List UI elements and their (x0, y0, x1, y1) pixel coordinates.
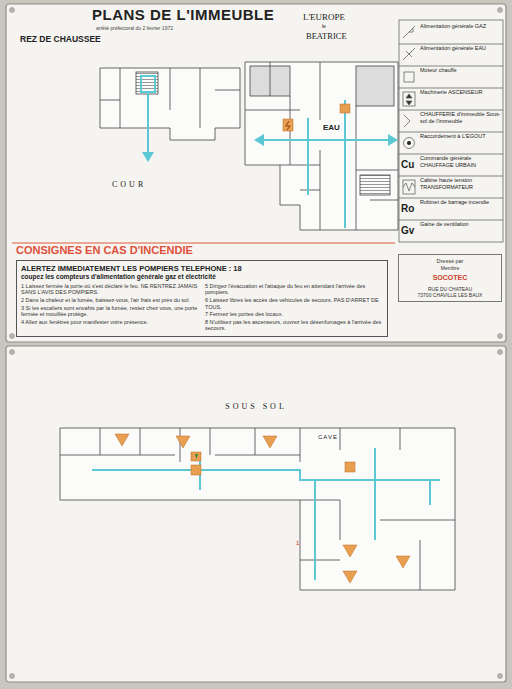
instruction-item: 6 Laissez libres les accès des véhicules… (205, 297, 383, 310)
legend-symbol: Ro (401, 203, 414, 214)
instruction-columns: 1 Laissez fermée la porte où s'est décla… (21, 283, 383, 333)
legend-text: Cabine haute tension TRANSFORMATEUR (420, 177, 501, 190)
instruction-item: 1 Laissez fermée la porte où s'est décla… (21, 283, 199, 296)
legend-text: Commande générale CHAUFFAGE URBAIN (420, 155, 501, 168)
legend-text: Alimentation générale GAZ (420, 23, 501, 30)
panel: SOUS SOL (6, 346, 506, 682)
area-label: COUR (112, 180, 146, 189)
instruction-item: 8 N'utilisez pas les ascenseurs, ouvrez … (205, 319, 383, 332)
callout-number: 1 (296, 540, 299, 546)
instruction-column: 1 Laissez fermée la porte où s'est décla… (21, 283, 199, 333)
floor-title: SOUS SOL (6, 402, 506, 411)
legend-text: Alimentation générale EAU (420, 45, 501, 52)
author-text: 73700 CHAVILLE LES BAUX (402, 292, 498, 298)
author-box: Dressé parMembreSOCOTEC RUE DU CHATEAU737… (398, 254, 502, 302)
legend-text: Raccordement à L'EGOUT (420, 133, 501, 140)
instructions-box: ALERTEZ IMMEDIATEMENT LES POMPIERS TELEP… (16, 260, 388, 337)
legend-text: Robinet de barrage incendie (420, 199, 501, 206)
alert-line: ALERTEZ IMMEDIATEMENT LES POMPIERS TELEP… (21, 264, 383, 273)
legend-text: Moteur chauffe (420, 67, 501, 74)
author-text: Dressé par (402, 258, 498, 265)
legend-text: CHAUFFERIE d'immeuble Sous-sol de l'imme… (420, 111, 501, 124)
legend-symbol: Gv (401, 225, 414, 236)
instruction-column: 5 Dirigez l'évacuation et l'attaque du f… (205, 283, 383, 333)
instruction-item: 4 Allez aux fenêtres pour manifester vot… (21, 319, 199, 326)
section-title: CONSIGNES EN CAS D'INCENDIE (16, 244, 193, 256)
building-name: BEATRICE (306, 31, 347, 41)
instruction-item: 2 Dans la chaleur et la fumée, baissez-v… (21, 297, 199, 304)
area-label: EAU (322, 123, 341, 132)
area-label: CAVE (318, 434, 338, 440)
author-text: Membre (402, 265, 498, 271)
legend-text: Gaine de ventilation (420, 221, 501, 228)
main-title: PLANS DE L'IMMEUBLE (92, 6, 274, 23)
floor-title: REZ DE CHAUSSEE (20, 34, 101, 44)
instruction-item: 3 Si les escaliers sont envahis par la f… (21, 305, 199, 318)
author-text: SOCOTEC (402, 274, 498, 283)
note: arrêté préfectoral du 2 février 1972 (96, 25, 173, 31)
instruction-item: 7 Fermez les portes des locaux. (205, 311, 383, 318)
author-text: RUE DU CHATEAU (402, 286, 498, 292)
legend-text: Machinerie ASCENSEUR (420, 89, 501, 96)
panel: ALERTEZ IMMEDIATEMENT LES POMPIERS TELEP… (6, 4, 506, 342)
building-name: L'EUROPE (303, 12, 345, 22)
instruction-item: 5 Dirigez l'évacuation et l'attaque du f… (205, 283, 383, 296)
legend-symbol: Cu (401, 159, 414, 170)
alert-line: coupez les compteurs d'alimentation géné… (21, 273, 383, 281)
building-name: le (322, 23, 326, 29)
